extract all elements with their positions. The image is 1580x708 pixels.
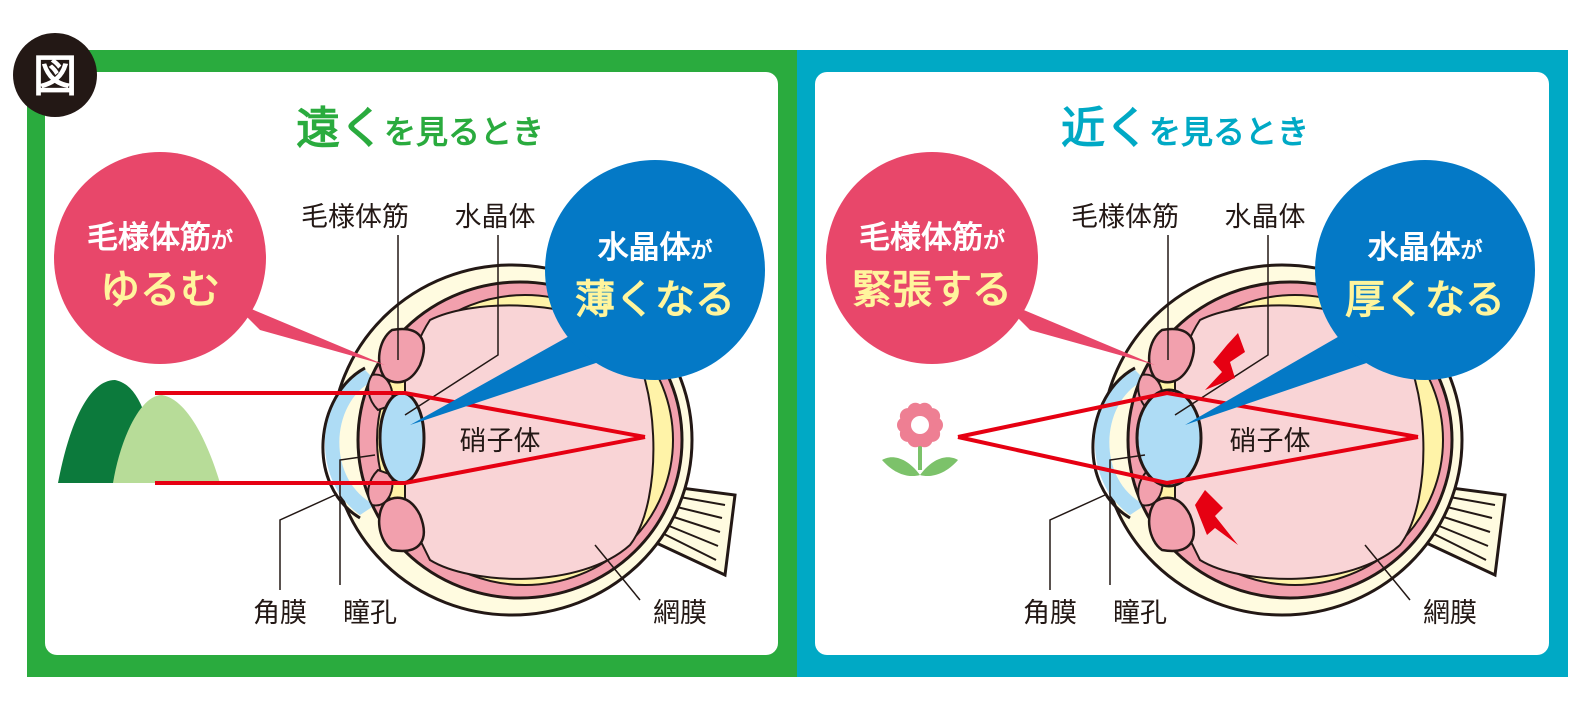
far-labels: 毛様体筋 水晶体 硝子体 角膜 瞳孔 網膜 [253, 202, 707, 629]
ciliary-muscle-bubble: 毛様体筋が 緊張する [826, 152, 1155, 365]
svg-text:毛様体筋が: 毛様体筋が [87, 220, 233, 256]
label-cornea: 角膜 [1023, 598, 1077, 629]
ciliary-muscle-upper [1147, 327, 1195, 384]
far-title: 遠くを見るとき [296, 103, 544, 154]
iris-lower [367, 468, 394, 507]
label-lens: 水晶体 [1225, 202, 1306, 233]
lens [1135, 388, 1203, 488]
ciliary-muscle-bubble: 毛様体筋が ゆるむ [54, 152, 385, 365]
lens-bubble: 水晶体が 厚くなる [1185, 160, 1535, 425]
near-light-rays [957, 390, 1419, 486]
label-retina: 網膜 [653, 598, 707, 629]
ciliary-muscle-upper [377, 327, 425, 384]
label-pupil: 瞳孔 [343, 598, 397, 629]
label-vitreous: 硝子体 [1230, 426, 1311, 457]
label-ciliary-muscle: 毛様体筋 [301, 202, 409, 233]
svg-text:緊張する: 緊張する [852, 267, 1012, 313]
svg-text:毛様体筋が: 毛様体筋が [859, 220, 1005, 256]
near-labels: 毛様体筋 水晶体 硝子体 角膜 瞳孔 網膜 [1023, 202, 1477, 629]
ciliary-muscle-lower [1147, 496, 1195, 553]
tension-lightning-icon [1195, 333, 1245, 545]
far-light-rays [155, 391, 646, 485]
svg-text:水晶体が: 水晶体が [597, 230, 712, 266]
flower-petal [924, 408, 941, 425]
lens-bubble: 水晶体が 薄くなる [410, 160, 765, 425]
mountains-icon [58, 380, 220, 483]
label-cornea: 角膜 [253, 598, 307, 629]
near-title: 近くを見るとき [1061, 103, 1309, 154]
label-vitreous: 硝子体 [460, 426, 541, 457]
label-lens: 水晶体 [455, 202, 536, 233]
figure-badge: 図 [13, 33, 97, 117]
flower-icon [882, 402, 958, 477]
svg-text:厚くなる: 厚くなる [1345, 277, 1505, 323]
badge-text: 図 [33, 51, 77, 102]
cornea [324, 370, 375, 515]
label-retina: 網膜 [1423, 598, 1477, 629]
svg-text:薄くなる: 薄くなる [575, 277, 735, 323]
svg-text:ゆるむ: ゆるむ [100, 267, 220, 313]
ciliary-muscle-lower [377, 496, 425, 553]
label-pupil: 瞳孔 [1113, 598, 1167, 629]
svg-text:水晶体が: 水晶体が [1367, 230, 1482, 266]
label-ciliary-muscle: 毛様体筋 [1071, 202, 1179, 233]
